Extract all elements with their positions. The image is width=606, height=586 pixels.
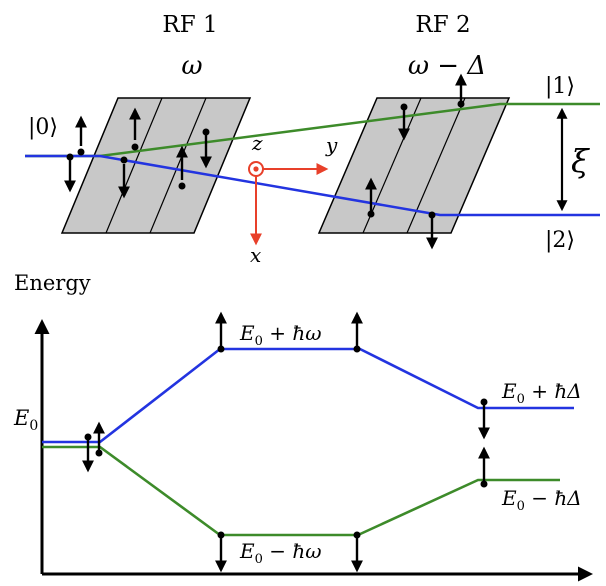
state-1-label: |1⟩	[545, 74, 575, 99]
axis-x-label: x	[250, 243, 261, 267]
label-e0-plus-hd: E0 + ħΔ	[501, 379, 582, 407]
spin-arrows-bottom	[82, 311, 490, 573]
coordinate-axes	[248, 161, 329, 246]
state-0-label: |0⟩	[28, 115, 58, 140]
label-e0: E0	[13, 406, 38, 434]
axis-z-label: z	[251, 131, 263, 155]
spin-arrows-top	[64, 73, 467, 250]
rf2-plate	[317, 97, 511, 234]
rf1-frequency: ω	[181, 51, 202, 81]
label-e0-minus-hd: E0 − ħΔ	[501, 486, 582, 514]
energy-diagram: Energy E0 E0 +	[13, 271, 593, 582]
energy-level-upper	[42, 347, 574, 444]
axis-y-label: y	[325, 133, 338, 157]
rf2-label: RF 2	[415, 12, 470, 38]
state-2-label: |2⟩	[545, 228, 575, 253]
spin-dots-top	[66, 100, 465, 219]
rf1-label: RF 1	[162, 12, 217, 38]
spin-dots-bottom	[84, 345, 488, 539]
label-e0-minus-hw: E0 − ħω	[239, 539, 322, 567]
separation-label: ξ	[571, 142, 590, 180]
top-schematic: RF 1 ω RF 2 ω − Δ	[25, 12, 600, 267]
label-e0-plus-hw: E0 + ħω	[239, 321, 322, 349]
rf2-frequency: ω − Δ	[408, 51, 486, 81]
energy-axis-label: Energy	[14, 271, 91, 295]
energy-level-lower	[42, 445, 560, 537]
beam-path-state2	[25, 154, 600, 217]
